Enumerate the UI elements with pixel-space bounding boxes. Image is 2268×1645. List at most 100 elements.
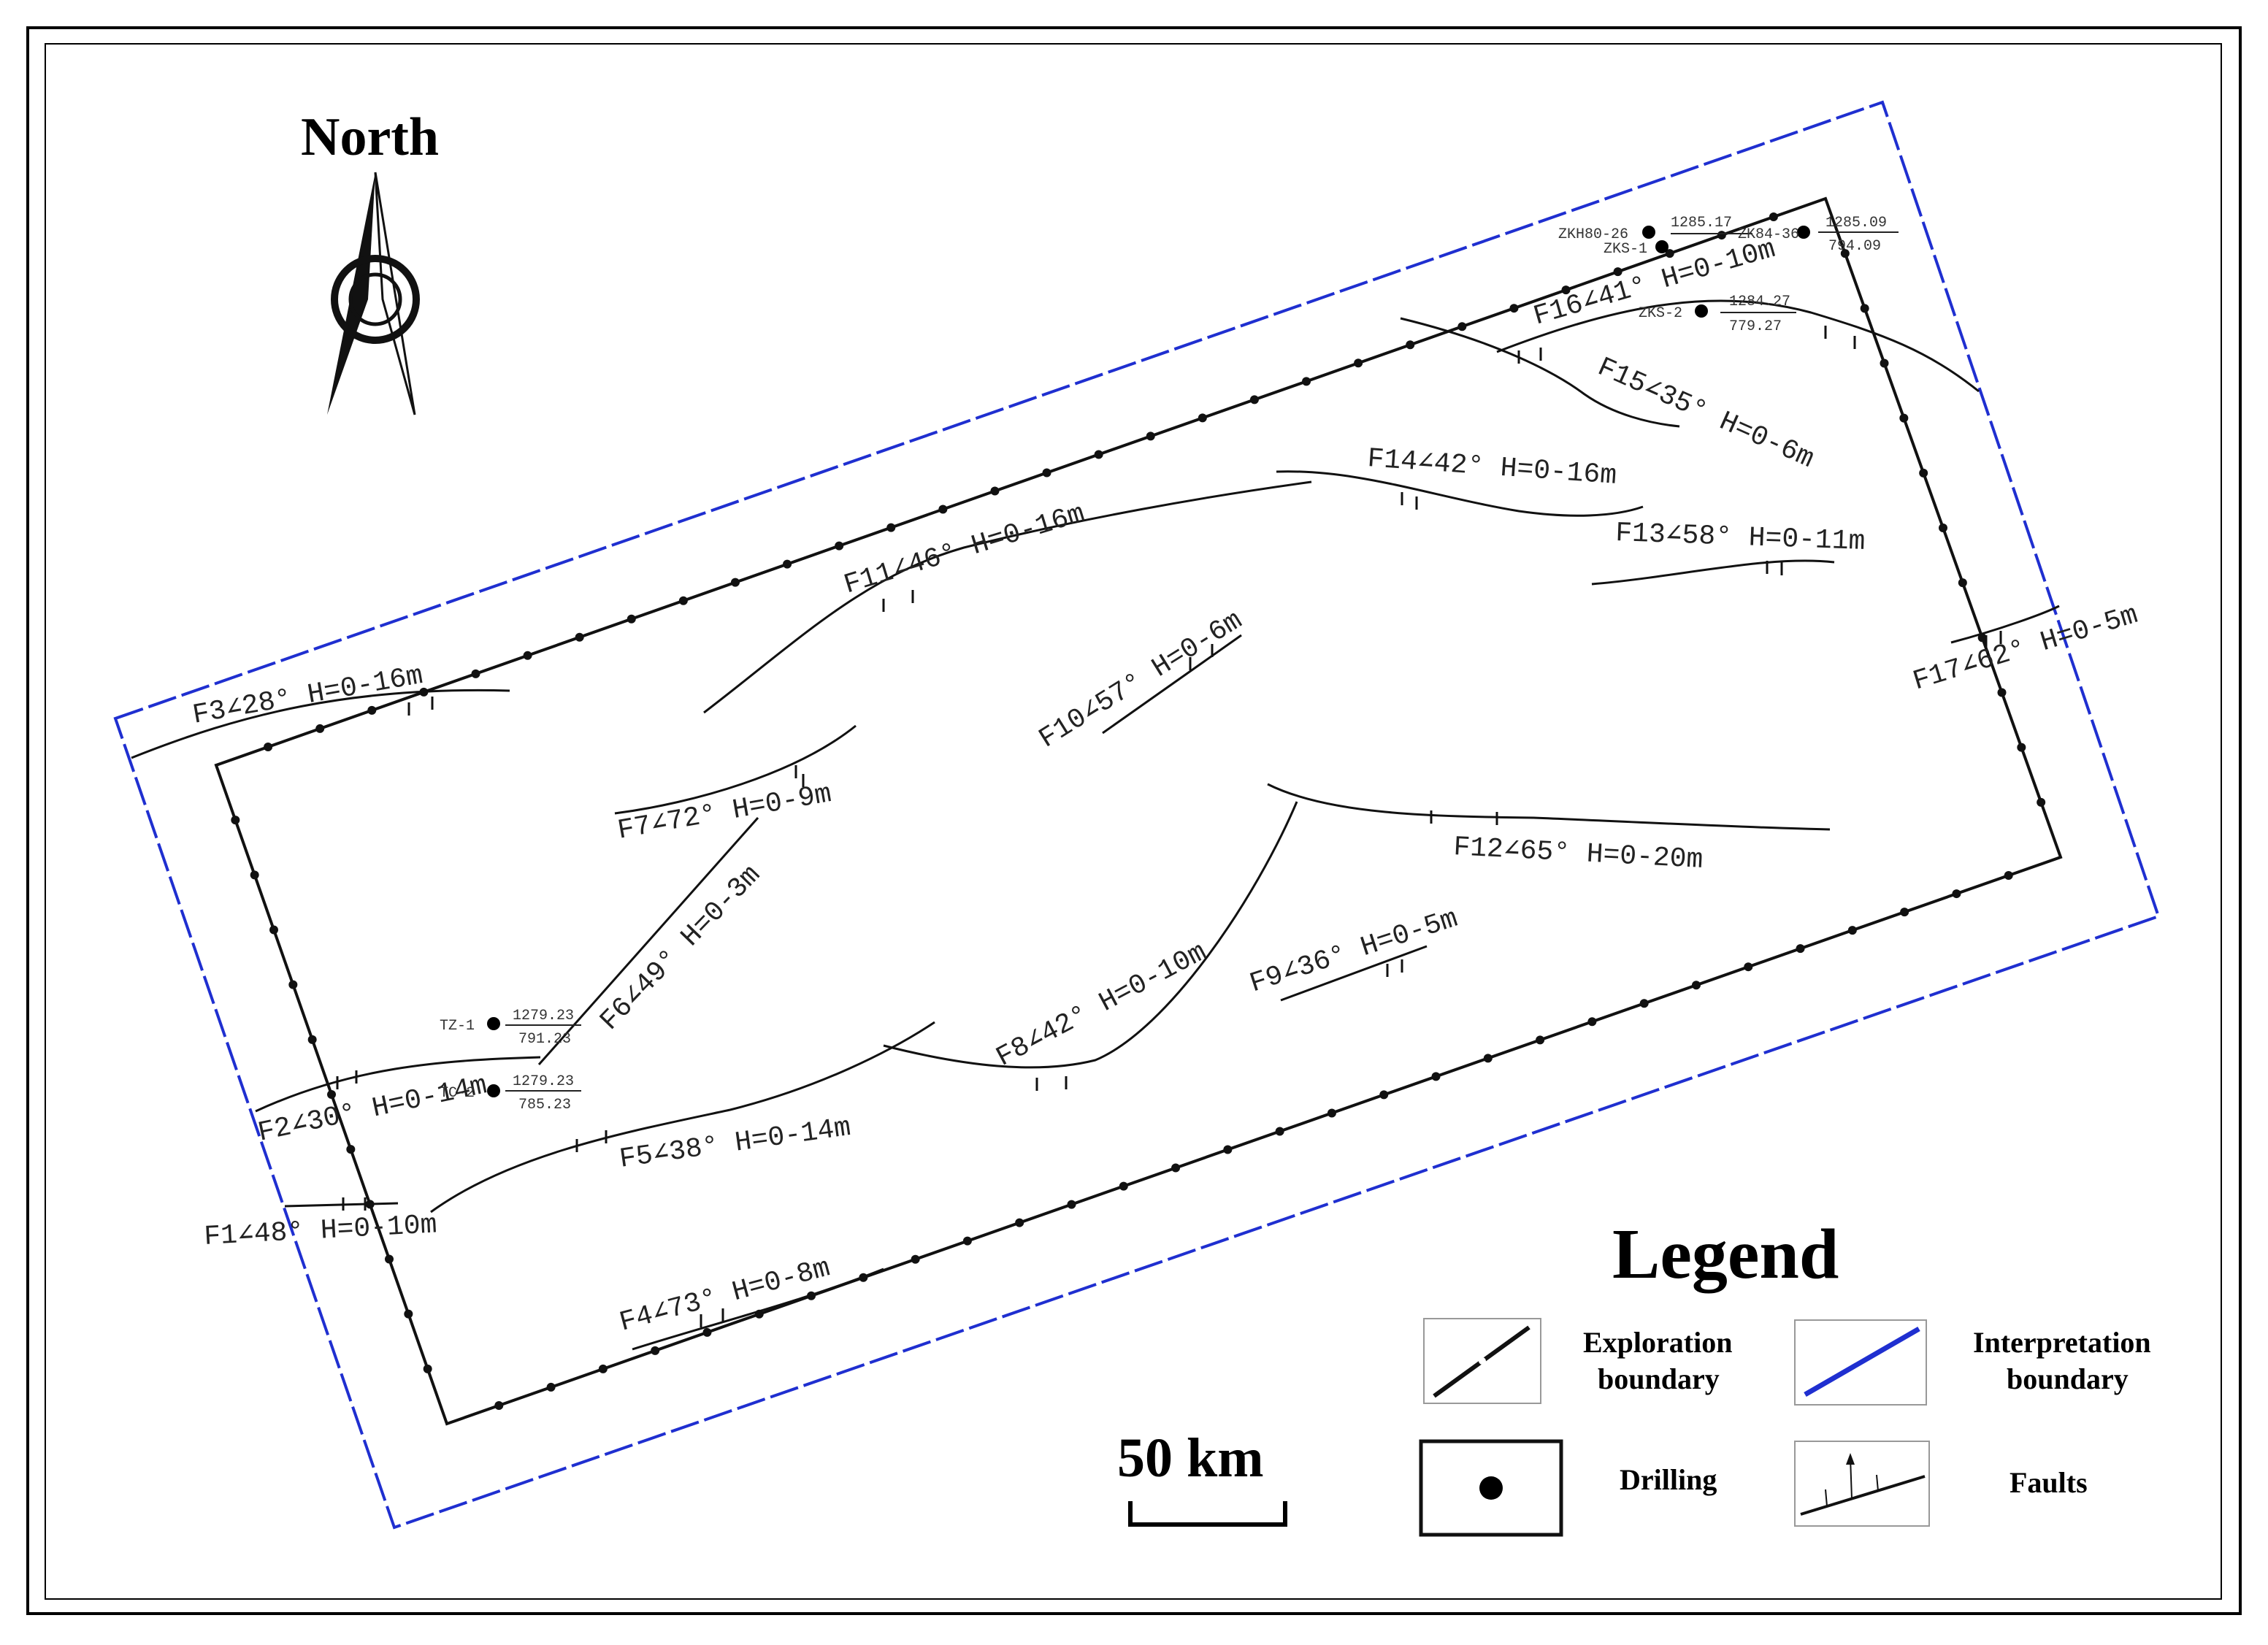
well-bottom: 794.09: [1828, 238, 1881, 255]
fault-f14-line: [1276, 470, 1644, 517]
boundary-dot: [1327, 1108, 1336, 1118]
boundary-dot: [404, 1309, 413, 1319]
fault-f8-line: [883, 801, 1298, 1069]
exploration-boundary-dots: [231, 212, 2046, 1410]
fault-label-f13: F13∠58° H=0-11m: [1615, 518, 1866, 558]
well-marker: [1655, 240, 1669, 253]
well-zkh80-26: ZKH80-26 1285.17: [1558, 215, 1732, 243]
legend-faults-box: [1794, 1441, 1930, 1527]
boundary-dot: [1840, 249, 1850, 258]
boundary-dot: [1015, 1218, 1024, 1227]
well-top: 1279.23: [513, 1008, 574, 1024]
wells-layer: TZ-1 1279.23 791.23 TC-2 1279.23 785.23 …: [440, 215, 1899, 1113]
boundary-dot: [1094, 450, 1103, 459]
legend: Legend Exploration boundary Interpretati…: [1419, 1215, 2151, 1537]
well-bottom: 791.23: [518, 1031, 571, 1048]
boundary-dot: [327, 1090, 336, 1099]
legend-exploration-label-2: boundary: [1598, 1362, 1720, 1395]
fault-f3-line: [131, 689, 510, 759]
boundary-dot: [730, 578, 740, 587]
north-arrow-ring-inner: [348, 272, 402, 326]
legend-drilling-label: Drilling: [1620, 1463, 1717, 1496]
boundary-dot: [2017, 743, 2026, 752]
legend-faults-line: [1800, 1475, 1926, 1516]
well-id: TZ-1: [440, 1018, 475, 1035]
boundary-dot: [1952, 889, 1961, 899]
well-id: ZKH80-26: [1558, 226, 1628, 243]
fault-f6-line: [537, 817, 759, 1065]
north-arrow: North: [301, 107, 439, 415]
boundary-dot: [1769, 212, 1778, 222]
map-inner-frame: [45, 43, 2222, 1600]
legend-exploration-label-1: Exploration: [1583, 1326, 1732, 1359]
legend-faults-tick-3: [1876, 1474, 1879, 1492]
legend-interpretation-line: [1804, 1326, 1920, 1397]
boundary-dot: [1639, 999, 1649, 1008]
boundary-dot: [1223, 1145, 1233, 1154]
boundary-dot: [835, 541, 844, 551]
well-id: ZKS-1: [1604, 241, 1647, 258]
boundary-dot: [1847, 926, 1857, 935]
boundary-dot: [315, 724, 325, 733]
legend-title: Legend: [1612, 1215, 1839, 1294]
boundary-dot: [2004, 871, 2013, 881]
fault-f9-line: [1280, 945, 1428, 1002]
fault-label-f9: F9∠36° H=0-5m: [1246, 903, 1461, 1000]
fault-f7-line: [614, 724, 857, 815]
boundary-dot: [1042, 468, 1051, 478]
fault-ticks: [336, 326, 2002, 1327]
boundary-dot: [911, 1254, 920, 1264]
fault-f12-line: [1267, 783, 1831, 831]
fault-label-f14: F14∠42° H=0-16m: [1366, 443, 1617, 492]
well-marker: [487, 1017, 500, 1030]
well-top: 1279.23: [513, 1073, 574, 1090]
boundary-dot: [1067, 1200, 1076, 1209]
boundary-dot: [307, 1035, 317, 1044]
boundary-dot: [1457, 322, 1467, 331]
boundary-dot: [1509, 304, 1519, 313]
boundary-dot: [346, 1145, 356, 1154]
well-bottom: 779.27: [1729, 318, 1782, 335]
boundary-dot: [523, 651, 532, 660]
fault-label-f3: F3∠28° H=0-16m: [191, 660, 426, 732]
boundary-dot: [1717, 231, 1726, 240]
well-marker: [1797, 226, 1810, 239]
boundary-dot: [1899, 413, 1909, 423]
boundary-dot: [962, 1236, 972, 1246]
boundary-dot: [1146, 432, 1155, 441]
fault-label-f2: F2∠30° H=0-14m: [256, 1070, 490, 1149]
boundary-dot: [385, 1254, 394, 1264]
well-top: 1284.27: [1729, 294, 1790, 310]
fault-f1-line: [284, 1202, 399, 1208]
legend-interpretation-label-1: Interpretation: [1973, 1326, 2151, 1359]
well-zk84-36: ZK84-36 1285.09 794.09: [1738, 215, 1899, 255]
well-top: 1285.17: [1671, 215, 1732, 231]
fault-f4-line: [632, 1268, 884, 1351]
well-id: TC-2: [440, 1085, 475, 1102]
legend-faults-label: Faults: [2010, 1466, 2088, 1499]
fault-f17-line: [1950, 605, 2060, 644]
boundary-dot: [2037, 797, 2046, 807]
boundary-dot: [264, 742, 273, 751]
fault-f11-line: [703, 480, 1312, 714]
faults-layer: [131, 299, 2060, 1351]
boundary-dot: [1691, 981, 1701, 990]
fault-f10-line: [1102, 634, 1242, 735]
scale-label: 50 km: [1117, 1427, 1264, 1489]
boundary-dot: [1613, 267, 1623, 277]
boundary-dot: [1860, 304, 1869, 313]
boundary-dot: [1587, 1017, 1597, 1027]
well-id: ZKS-2: [1639, 305, 1682, 322]
boundary-dot: [1665, 249, 1674, 258]
boundary-dot: [575, 632, 584, 642]
fault-label-f8: F8∠42° H=0-10m: [991, 937, 1211, 1074]
legend-faults-arrowhead: [1846, 1453, 1855, 1465]
boundary-dot: [627, 614, 636, 624]
boundary-dot: [423, 1364, 432, 1373]
boundary-dot: [886, 523, 896, 532]
boundary-dot: [471, 669, 480, 678]
fault-label-f1: F1∠48° H=0-10m: [203, 1209, 437, 1253]
boundary-dot: [1431, 1072, 1441, 1081]
boundary-dot: [288, 980, 298, 989]
